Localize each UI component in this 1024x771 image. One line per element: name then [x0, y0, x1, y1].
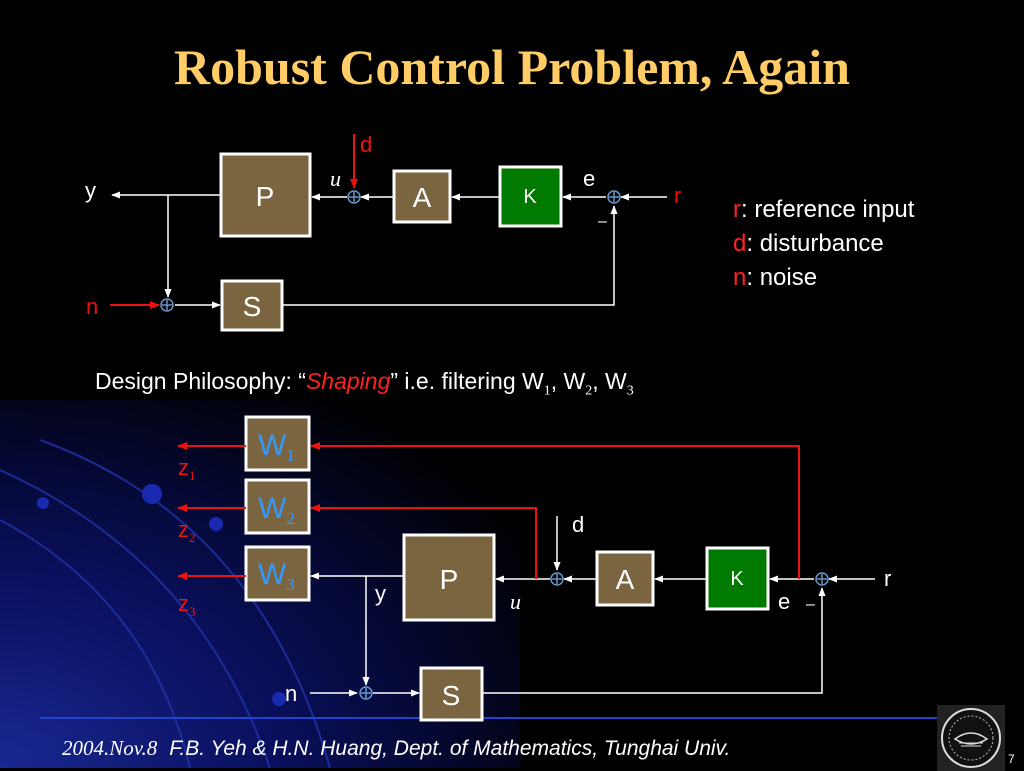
block-a-1: A: [392, 169, 452, 224]
university-seal-logo: [937, 705, 1005, 771]
weight-block-w1: W1: [244, 415, 311, 472]
block-p-1-label: P: [256, 181, 275, 212]
signal-d-2: d: [572, 512, 584, 537]
block-k-2: K: [705, 546, 770, 611]
signal-r-1: r: [674, 183, 681, 208]
block-s-2-label: S: [442, 680, 461, 711]
legend-item-r: r: reference input: [733, 196, 915, 223]
footer-credit: F.B. Yeh & H.N. Huang, Dept. of Mathemat…: [169, 737, 731, 760]
signal-u-2: u: [510, 589, 521, 614]
signal-z3: z3: [178, 591, 196, 619]
signal-z2: z2: [178, 517, 196, 545]
block-k-1-label: K: [523, 186, 537, 208]
block-p-1: P: [219, 152, 312, 238]
w1-sub: 1: [286, 446, 295, 465]
block-p-2: P: [402, 533, 496, 622]
block-a-2-label: A: [616, 564, 635, 595]
minus-sign-1: –: [598, 213, 607, 230]
diagram-1: P A K S: [85, 132, 681, 332]
design-philosophy-text: Design Philosophy: “Shaping” i.e. filter…: [95, 368, 634, 399]
legend-item-d: d: disturbance: [733, 230, 884, 257]
svg-text:W3: W3: [258, 558, 295, 594]
block-p-2-label: P: [440, 564, 459, 595]
signal-u-1: u: [330, 166, 341, 191]
w2-letter: W: [258, 492, 287, 525]
svg-text:W1: W1: [258, 429, 295, 465]
block-s-1-label: S: [243, 291, 262, 322]
signal-d-1: d: [360, 132, 372, 157]
block-a-1-label: A: [413, 182, 432, 213]
svg-text:W2: W2: [258, 492, 295, 528]
signal-e-1: e: [583, 166, 595, 191]
w2-sub: 2: [286, 509, 295, 528]
minus-sign-2: –: [806, 596, 815, 613]
w3-letter: W: [258, 558, 287, 591]
signal-r-2: r: [884, 566, 891, 591]
diagram-2: W1 W2 W3 P A K S: [177, 415, 891, 722]
signal-n-1: n: [86, 294, 98, 319]
page-number: 7: [1008, 752, 1015, 766]
legend-item-n: n: noise: [733, 264, 818, 291]
signal-z1: z1: [178, 455, 196, 483]
weight-block-w2: W2: [244, 478, 311, 535]
block-s-1: S: [220, 279, 284, 332]
footer-date: 2004.Nov.8: [62, 736, 158, 760]
signal-y-2: y: [375, 581, 386, 606]
signal-e-2: e: [778, 589, 790, 614]
signal-y-1: y: [85, 178, 96, 203]
w1-letter: W: [258, 429, 287, 462]
w3-sub: 3: [286, 575, 295, 594]
block-k-1: K: [498, 165, 563, 228]
signal-n-2: n: [285, 681, 297, 706]
block-s-2: S: [419, 666, 484, 722]
slide-footer: 2004.Nov.8 F.B. Yeh & H.N. Huang, Dept. o…: [62, 736, 730, 761]
weight-block-w3: W3: [244, 545, 311, 602]
slide-title: Robust Control Problem, Again: [173, 39, 850, 95]
block-a-2: A: [595, 550, 655, 607]
block-k-2-label: K: [730, 568, 744, 590]
signal-legend: r: reference input d: disturbance n: noi…: [733, 193, 914, 295]
